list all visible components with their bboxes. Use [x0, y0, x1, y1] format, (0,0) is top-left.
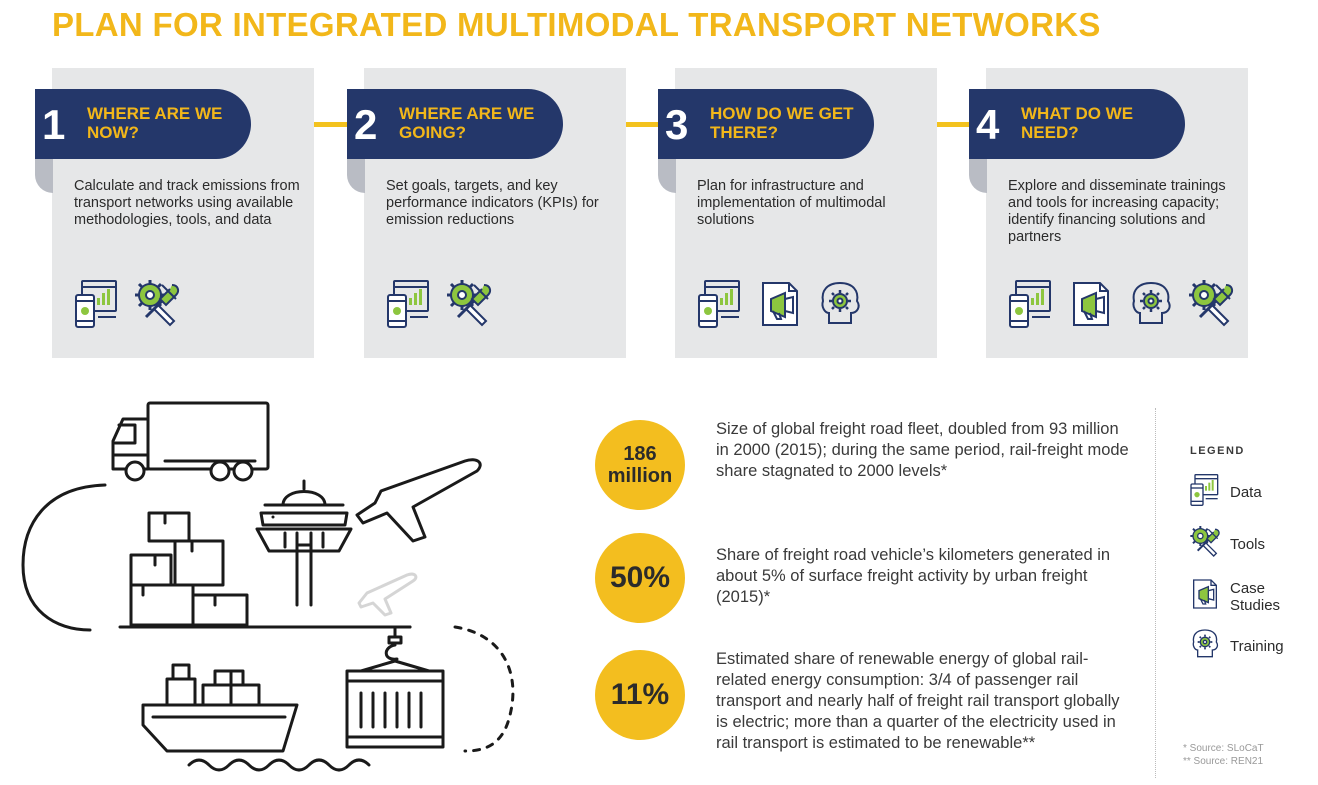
- tab-fold: [658, 159, 676, 193]
- legend-item-tools: Tools: [1188, 524, 1265, 565]
- step-question: WHAT DO WE NEED?: [1021, 104, 1134, 142]
- step-description: Explore and disseminate trainings and to…: [1008, 178, 1226, 245]
- cargo-boxes-icon: [129, 511, 249, 627]
- data-icon: [1188, 472, 1222, 513]
- data-icon: [695, 277, 745, 331]
- tools-icon: [1186, 277, 1236, 331]
- legend-item-training: Training: [1188, 626, 1284, 667]
- stat-circle-1: 186 million: [595, 420, 685, 510]
- step-number: 3: [665, 101, 689, 148]
- data-icon: [72, 277, 122, 331]
- legend-label: Tools: [1230, 536, 1266, 553]
- tools-icon: [444, 277, 494, 331]
- step-description: Set goals, targets, and key performance …: [386, 178, 599, 228]
- truck-icon: [111, 401, 270, 482]
- control-tower-icon: [255, 479, 353, 607]
- case-studies-icon: [1188, 576, 1222, 617]
- step-description: Calculate and track emissions from trans…: [74, 178, 300, 228]
- stat-circle-3: 11%: [595, 650, 685, 740]
- legend-label: Case Studies: [1230, 579, 1281, 614]
- stat-description: Share of freight road vehicle’s kilomete…: [716, 546, 1111, 606]
- faded-airplane-icon: [357, 572, 418, 617]
- airplane-icon: [355, 458, 482, 543]
- step-description: Plan for infrastructure and implementati…: [697, 178, 886, 228]
- step-icons: [72, 276, 182, 332]
- legend-item-case-studies: Case Studies: [1188, 576, 1290, 617]
- source-note-1: * Source: SLoCaT: [1183, 743, 1264, 754]
- step-number: 4: [976, 101, 1000, 148]
- step-tab: 3 HOW DO WE GET THERE?: [658, 89, 874, 159]
- training-icon: [815, 277, 865, 331]
- step-tab: 4 WHAT DO WE NEED?: [969, 89, 1185, 159]
- step-card-3: 3 HOW DO WE GET THERE? Plan for infrastr…: [658, 68, 937, 358]
- step-card-2: 2 WHERE ARE WE GOING? Set goals, targets…: [347, 68, 626, 358]
- legend-item-data: Data: [1188, 472, 1262, 513]
- legend-label: Training: [1230, 638, 1284, 655]
- case-studies-icon: [1066, 277, 1116, 331]
- step-tab: 2 WHERE ARE WE GOING?: [347, 89, 563, 159]
- tab-fold: [347, 159, 365, 193]
- step-card-4: 4 WHAT DO WE NEED? Explore and dissemina…: [969, 68, 1248, 358]
- legend-label: Data: [1230, 484, 1262, 501]
- tab-fold: [35, 159, 53, 193]
- step-question: WHERE ARE WE NOW?: [87, 104, 223, 142]
- step-number: 2: [354, 101, 378, 148]
- stat-description: Estimated share of renewable energy of g…: [716, 650, 1120, 752]
- step-icons: [695, 276, 865, 332]
- legend-divider: [1155, 408, 1156, 778]
- case-studies-icon: [755, 277, 805, 331]
- transport-illustration: [21, 401, 515, 772]
- tools-icon: [132, 277, 182, 331]
- stat-circle-2: 50%: [595, 533, 685, 623]
- step-number: 1: [42, 101, 66, 148]
- step-question: WHERE ARE WE GOING?: [399, 104, 535, 142]
- step-tab: 1 WHERE ARE WE NOW?: [35, 89, 251, 159]
- container-icon: [345, 625, 445, 749]
- source-note-2: ** Source: REN21: [1183, 756, 1264, 767]
- data-icon: [384, 277, 434, 331]
- data-icon: [1006, 277, 1056, 331]
- training-icon: [1126, 277, 1176, 331]
- page-title: PLAN FOR INTEGRATED MULTIMODAL TRANSPORT…: [52, 6, 1101, 43]
- step-card-1: 1 WHERE ARE WE NOW? Calculate and track …: [35, 68, 314, 358]
- tab-fold: [969, 159, 987, 193]
- step-icons: [1006, 276, 1236, 332]
- tools-icon: [1188, 524, 1222, 565]
- stat-value: 11%: [610, 678, 670, 711]
- cargo-ship-icon: [141, 663, 371, 772]
- step-icons: [384, 276, 494, 332]
- stat-description: Size of global freight road fleet, doubl…: [716, 420, 1129, 480]
- stat-value: 186 million: [607, 443, 673, 487]
- training-icon: [1188, 626, 1222, 667]
- stat-value: 50%: [609, 561, 671, 594]
- legend-title: LEGEND: [1190, 445, 1245, 457]
- step-question: HOW DO WE GET THERE?: [710, 104, 854, 142]
